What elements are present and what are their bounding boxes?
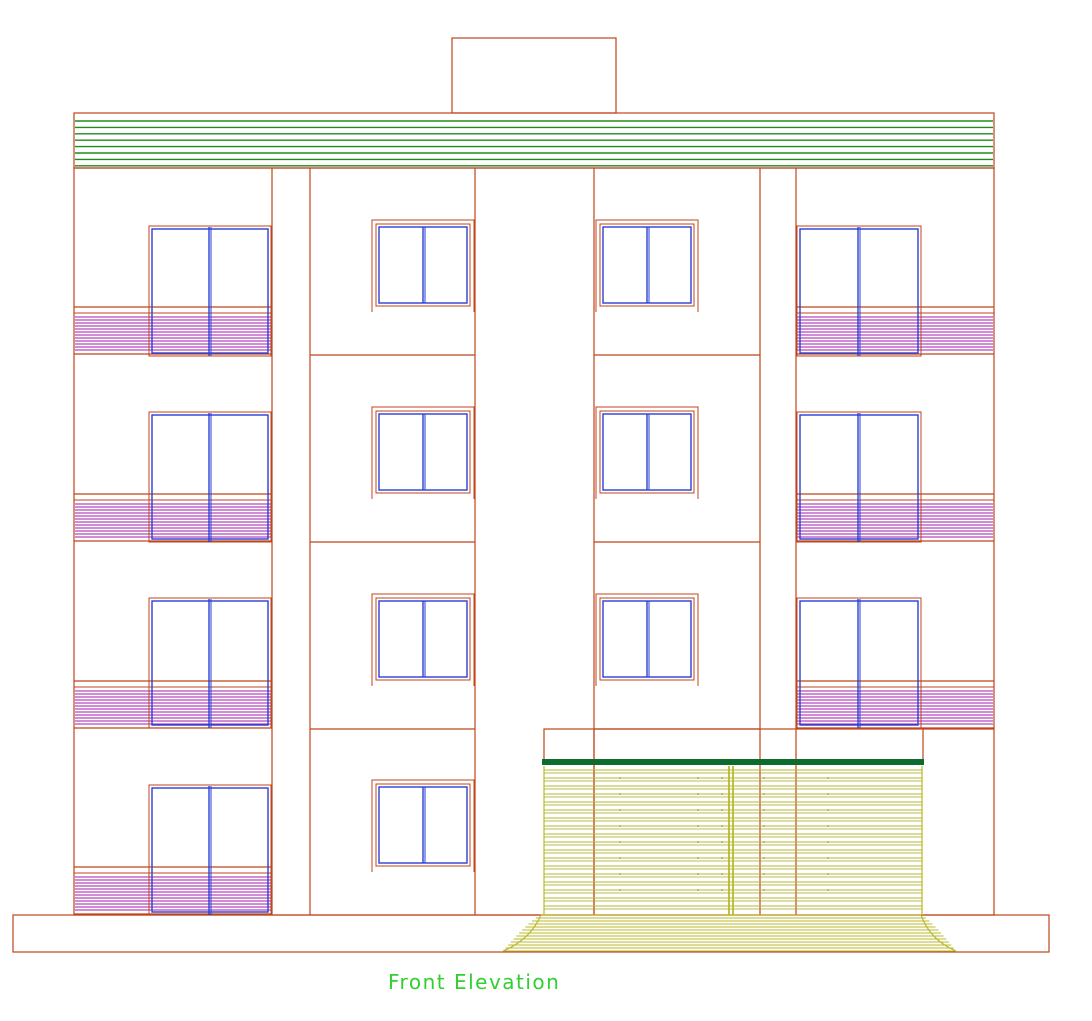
left-balcony-door-glazing: [151, 414, 269, 540]
gate-rivet: [721, 873, 723, 875]
gate-rivet: [697, 825, 699, 827]
gate-rivet: [697, 793, 699, 795]
entrance-ramp: [502, 914, 957, 952]
middle-right-window-frame: [599, 223, 695, 307]
building-outline: [12, 37, 1050, 953]
ramp-curve-right: [920, 914, 957, 952]
gate-rivet: [619, 889, 621, 891]
parapet-band: [75, 120, 993, 167]
windows: [148, 219, 922, 916]
gate-rivet: [619, 809, 621, 811]
left-balcony-door-frame: [148, 784, 272, 916]
gate-rivet: [721, 857, 723, 859]
middle-right-window-surround: [595, 593, 699, 686]
gate-rivet: [827, 873, 829, 875]
gate-rivet: [763, 825, 765, 827]
gate-rivet: [763, 889, 765, 891]
gate-rivet: [827, 793, 829, 795]
gate-rivet: [619, 873, 621, 875]
gate-rivet: [763, 777, 765, 779]
middle-right-window-surround: [595, 406, 699, 499]
middle-right-window-surround: [595, 219, 699, 312]
stair-headroom: [451, 37, 617, 114]
gate-rivet: [619, 777, 621, 779]
gate-rivet: [697, 889, 699, 891]
gate-rivet: [697, 777, 699, 779]
middle-left-window-surround: [371, 593, 475, 686]
gate-rivet: [827, 825, 829, 827]
gate-rivet: [763, 841, 765, 843]
left-balcony-door-frame: [148, 597, 272, 729]
gate-rivet: [619, 857, 621, 859]
left-balcony-door-frame: [148, 411, 272, 543]
left-balcony-door-glazing: [151, 228, 269, 354]
left-balcony-door-frame: [148, 225, 272, 357]
gate-rivet: [763, 809, 765, 811]
gate-rivet: [721, 841, 723, 843]
middle-left-window-frame: [375, 783, 471, 867]
canopy-box: [543, 728, 924, 761]
balcony-railings: [75, 316, 993, 911]
middle-left-window-surround: [371, 406, 475, 499]
gate-rivet: [697, 809, 699, 811]
gate-rivet: [619, 841, 621, 843]
gate-rivet: [697, 857, 699, 859]
middle-left-window-frame: [375, 597, 471, 681]
gate-rivet: [763, 873, 765, 875]
gate-rivet: [619, 793, 621, 795]
right-balcony-door-glazing: [799, 228, 919, 354]
gate-rivet: [721, 777, 723, 779]
right-balcony-door-frame: [796, 411, 922, 543]
middle-right-window-frame: [599, 597, 695, 681]
gate-rivet: [763, 793, 765, 795]
middle-left-window-surround: [371, 219, 475, 312]
drawing-caption: Front Elevation: [388, 970, 561, 994]
gate-rivet: [827, 809, 829, 811]
gate-rivet: [721, 889, 723, 891]
gate-rivet: [697, 841, 699, 843]
parapet-box: [73, 112, 995, 169]
middle-right-window-frame: [599, 410, 695, 494]
gate-rivet: [721, 793, 723, 795]
gate-rivet: [827, 777, 829, 779]
right-balcony-door-frame: [796, 597, 922, 729]
gate-rivet: [697, 873, 699, 875]
gate-rivet: [827, 857, 829, 859]
middle-left-window-surround: [371, 779, 475, 872]
gate-rivet: [827, 889, 829, 891]
middle-left-window-frame: [375, 410, 471, 494]
left-balcony-door-glazing: [151, 600, 269, 726]
gate-rivet: [721, 825, 723, 827]
right-balcony-door-frame: [796, 225, 922, 357]
right-balcony-door-glazing: [799, 600, 919, 726]
gate-rivet: [619, 825, 621, 827]
gate-rivet: [721, 809, 723, 811]
left-balcony-door-glazing: [151, 787, 269, 913]
entrance-gate: [502, 759, 957, 952]
right-balcony-door-glazing: [799, 414, 919, 540]
middle-left-window-frame: [375, 223, 471, 307]
ramp-curve-left: [502, 914, 542, 952]
gate-rivet: [827, 841, 829, 843]
gate-rivet: [763, 857, 765, 859]
